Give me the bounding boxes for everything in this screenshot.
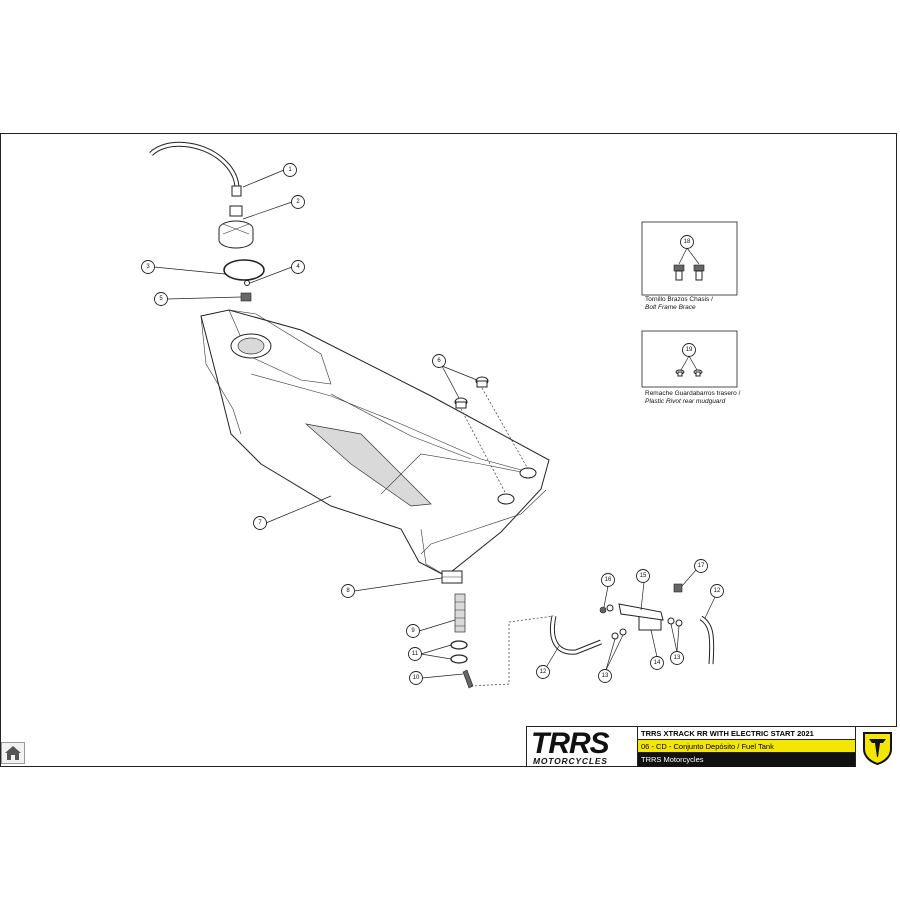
company-name: TRRS Motorcycles: [638, 753, 855, 767]
callout-9[interactable]: 9: [406, 619, 456, 638]
o-ring-lower: [450, 654, 468, 664]
svg-text:5: 5: [159, 296, 163, 302]
breather-hose: [149, 141, 242, 197]
section-title: 06 - CD - Conjunto Depósito / Fuel Tank: [638, 740, 855, 753]
callout-7[interactable]: 7: [253, 495, 332, 530]
callout-11[interactable]: 11: [408, 644, 452, 661]
model-title: TRRS XTRACK RR WITH ELECTRIC START 2021: [638, 727, 855, 740]
check-valve: [240, 292, 252, 302]
callout-14[interactable]: 14: [650, 629, 664, 670]
callout-1[interactable]: 1: [242, 163, 297, 188]
caption-en: Bolt Frame Brace: [645, 304, 696, 311]
inset-frame-bolt: 18: [641, 221, 738, 296]
caption-en: Plastic Rivot rear mudguard: [645, 398, 726, 405]
exploded-diagram: 1 2 3 4 5 6 7 8: [141, 141, 738, 689]
svg-text:12: 12: [714, 588, 721, 594]
fuel-tank: [200, 309, 550, 577]
svg-text:13: 13: [602, 673, 609, 679]
rubber-grommets: [454, 376, 529, 495]
inset-caption-rivet: Remache Guardabarros trasero / Plastic R…: [645, 390, 740, 406]
svg-text:9: 9: [411, 628, 415, 634]
inset-caption-bolt: Tornillo Brazos Chasis / Bolt Frame Brac…: [645, 296, 713, 312]
hose-route: [470, 615, 555, 687]
caption-es: Tornillo Brazos Chasis /: [645, 296, 713, 303]
callout-16[interactable]: 16: [601, 573, 615, 608]
o-ring-seal: [223, 259, 265, 281]
callout-12-right[interactable]: 12: [704, 584, 724, 619]
svg-text:6: 6: [437, 358, 441, 364]
svg-text:13: 13: [674, 655, 681, 661]
home-icon: [5, 746, 21, 760]
svg-text:3: 3: [146, 264, 150, 270]
logo-sub-text: MOTORCYCLES: [533, 756, 608, 766]
drawing-sheet: 1 2 3 4 5 6 7 8: [0, 133, 897, 767]
svg-text:15: 15: [640, 573, 647, 579]
callout-17[interactable]: 17: [681, 559, 708, 587]
fuel-tap: [441, 570, 463, 584]
callout-5[interactable]: 5: [154, 292, 242, 306]
o-ring-upper: [450, 640, 468, 650]
svg-text:12: 12: [540, 669, 547, 675]
callout-2[interactable]: 2: [242, 195, 305, 220]
bolt-icon: [673, 264, 705, 281]
shield-icon: [863, 732, 892, 766]
fuel-filter: [454, 593, 466, 633]
svg-text:2: 2: [296, 199, 300, 205]
small-seal: [244, 280, 250, 286]
rivet-icon: [675, 369, 703, 377]
svg-text:4: 4: [296, 264, 300, 270]
callout-19[interactable]: 19: [682, 343, 696, 357]
callout-3[interactable]: 3: [141, 260, 226, 275]
svg-text:14: 14: [654, 660, 661, 666]
svg-text:11: 11: [412, 651, 419, 657]
home-button[interactable]: [1, 742, 25, 764]
fuel-hose: [550, 615, 715, 665]
svg-text:18: 18: [684, 239, 691, 245]
svg-text:10: 10: [413, 675, 420, 681]
callout-10[interactable]: 10: [409, 671, 464, 685]
logo-brand-text: TRRS: [531, 727, 610, 760]
svg-text:1: 1: [288, 167, 292, 173]
callout-18[interactable]: 18: [680, 235, 694, 249]
svg-text:16: 16: [605, 577, 612, 583]
svg-text:7: 7: [258, 520, 262, 526]
svg-text:8: 8: [346, 588, 350, 594]
title-block: TRRS MOTORCYCLES TRRS XTRACK RR WITH ELE…: [526, 726, 899, 767]
caption-es: Remache Guardabarros trasero /: [645, 390, 741, 397]
callout-12-left[interactable]: 12: [536, 645, 560, 679]
trrs-logo: TRRS MOTORCYCLES: [527, 727, 638, 767]
callout-13-left[interactable]: 13: [598, 634, 624, 683]
trrs-emblem: [855, 727, 899, 767]
svg-text:17: 17: [698, 563, 705, 569]
callout-13-right[interactable]: 13: [670, 623, 684, 665]
valve-assembly: [599, 583, 683, 640]
fuel-nozzle: [462, 669, 474, 689]
svg-text:19: 19: [686, 347, 693, 353]
callout-6[interactable]: 6: [432, 354, 478, 399]
fuel-cap: [218, 205, 254, 249]
callout-8[interactable]: 8: [341, 577, 443, 598]
inset-plastic-rivet: 19: [641, 330, 738, 388]
callout-4[interactable]: 4: [249, 260, 305, 284]
callout-15[interactable]: 15: [636, 569, 650, 611]
